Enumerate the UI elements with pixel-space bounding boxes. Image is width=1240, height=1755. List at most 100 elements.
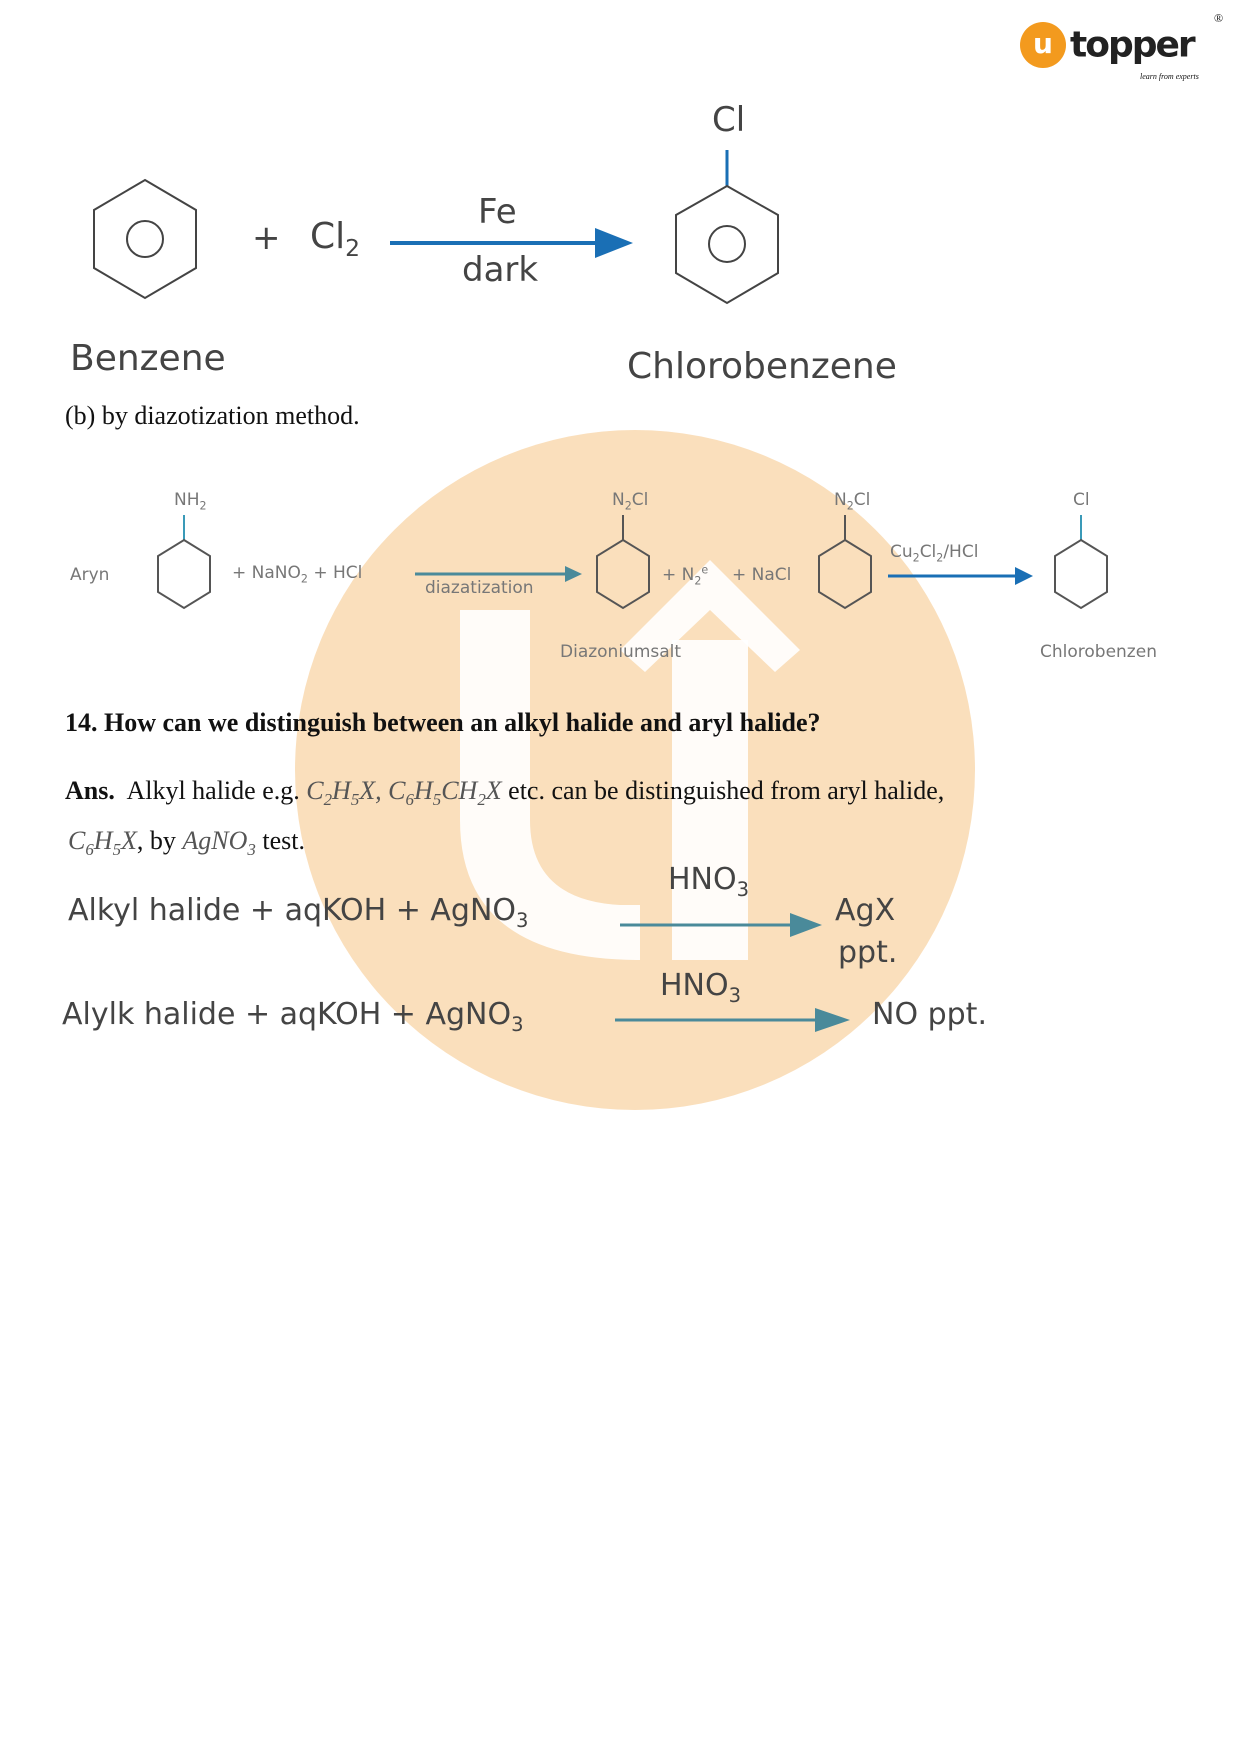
nh2-group: NH2 [174, 490, 207, 513]
f: 3 [247, 840, 256, 860]
f: 5 [350, 790, 360, 810]
diazotization-label: diazatization [425, 578, 534, 598]
n2-sub: 2 [694, 574, 702, 588]
f: 6 [85, 840, 94, 860]
f: CH [441, 776, 478, 805]
diazonium-ring-2 [818, 538, 872, 610]
n2cl-group-2: N2Cl [834, 490, 871, 513]
eq2-lhs-text: Alylk halide + aqKOH + AgNO [62, 997, 512, 1032]
f: 6 [405, 790, 414, 810]
eq1-reagent: HNO3 [668, 862, 750, 901]
n-text-2: N [834, 490, 847, 510]
formula-c6h5x: C6H5X [68, 826, 137, 858]
f: C [306, 776, 324, 805]
hno-text-2: HNO [660, 968, 729, 1003]
section-b-heading: (b) by diazotization method. [65, 401, 360, 430]
condition-dark: dark [462, 250, 539, 290]
f: X [485, 776, 502, 805]
chlorobenzene-aromatic-circle [708, 225, 746, 263]
hcl-text: + HCl [307, 563, 363, 583]
formula-c2h5x: C2H5X, [306, 776, 382, 808]
eq1-lhs-text: Alkyl halide + aqKOH + AgNO [68, 893, 517, 928]
n-sub-2: 2 [846, 499, 854, 513]
f: , [375, 776, 382, 805]
chlorobenzene-label: Chlorobenzene [627, 346, 897, 387]
f: AgNO [182, 826, 248, 855]
cl-sub: 2 [936, 551, 944, 565]
chlorobenzene-ring-2 [1054, 538, 1108, 610]
logo-mark: u [1020, 22, 1066, 69]
f: H [332, 776, 351, 805]
benzene-label: Benzene [70, 338, 226, 379]
nano-sub: 2 [300, 572, 308, 586]
cl-text: Cl [631, 490, 649, 510]
n2-sup: e [701, 563, 709, 577]
nh-sub: 2 [199, 499, 207, 513]
f: 5 [432, 790, 442, 810]
n-text: N [612, 490, 625, 510]
ans-text-3: , by [136, 826, 176, 855]
eq1-product: AgX [835, 893, 896, 928]
f: H [93, 826, 113, 855]
f: C [68, 826, 86, 855]
diazonium-salt-label: Diazoniumsalt [560, 642, 682, 662]
watermark-circle [295, 430, 975, 1110]
question-14: 14. How can we distinguish between an al… [65, 708, 821, 737]
answer-line-1: Ans. Alkyl halide e.g. C2H5X, C6H5CH2X e… [65, 775, 945, 808]
hno-sub-2: 3 [728, 984, 742, 1007]
eq2-product: NO ppt. [872, 997, 987, 1032]
logo-text: topper [1070, 24, 1196, 66]
f: X [121, 826, 137, 855]
f: H [413, 776, 433, 805]
arrow-head [595, 228, 633, 258]
chlorobenzen-label: Chlorobenzen [1040, 642, 1157, 662]
cu-text: Cu [890, 542, 913, 562]
hcl-end: /HCl [943, 542, 979, 562]
substituent-cl: Cl [712, 100, 746, 140]
plus-sign: + [252, 218, 281, 258]
eq1-product-ppt: ppt. [838, 935, 898, 970]
aniline-ring [157, 538, 211, 610]
ans-prefix: Ans. [65, 776, 115, 805]
reagents: + NaNO2 + HCl [232, 563, 363, 586]
cl2-reagent: Cl2 [310, 215, 360, 260]
formula-c6h5ch2x: C6H5CH2X [388, 776, 502, 808]
n2-byproduct: + N2e [662, 563, 709, 588]
hno-text: HNO [668, 862, 737, 897]
f: 2 [323, 790, 333, 810]
topper-logo: u topper [1020, 22, 1196, 69]
cl2-sub: 2 [345, 234, 361, 263]
n2-text: + N [662, 565, 695, 585]
ans-text-2: etc. can be distinguished from aryl hali… [508, 776, 945, 805]
cl-mid: Cl [919, 542, 937, 562]
f: 2 [477, 790, 486, 810]
cl-text-2: Cl [853, 490, 871, 510]
benzene-aromatic-circle [126, 220, 164, 258]
eq2-lhs: Alylk halide + aqKOH + AgNO3 [62, 997, 524, 1036]
f: C [388, 776, 406, 805]
logo-tagline: learn from experts [1140, 72, 1199, 81]
ans-text-1: Alkyl halide e.g. [126, 776, 300, 805]
formula-agno3: AgNO3 [182, 826, 255, 858]
eq2-reagent: HNO3 [660, 968, 742, 1007]
answer-line-2: C6H5X, by AgNO3 test. [68, 825, 305, 858]
cl2-text: Cl [310, 216, 346, 257]
n2cl-group: N2Cl [612, 490, 649, 513]
eq1-lhs: Alkyl halide + aqKOH + AgNO3 [68, 893, 529, 932]
eq2-lhs-sub: 3 [511, 1013, 524, 1036]
registered-mark: ® [1214, 11, 1224, 25]
n-sub: 2 [624, 499, 632, 513]
nano-text: + NaNO [232, 563, 301, 583]
nacl-byproduct: + NaCl [732, 565, 792, 585]
ans-text-4: test. [262, 826, 305, 855]
diazonium-ring [596, 538, 650, 610]
benzene-ring [93, 178, 197, 300]
hno-sub: 3 [736, 878, 750, 901]
f: 5 [112, 840, 122, 860]
cu-sub: 2 [912, 551, 920, 565]
chlorobenzene-ring [675, 184, 779, 305]
eq1-lhs-sub: 3 [516, 909, 529, 932]
